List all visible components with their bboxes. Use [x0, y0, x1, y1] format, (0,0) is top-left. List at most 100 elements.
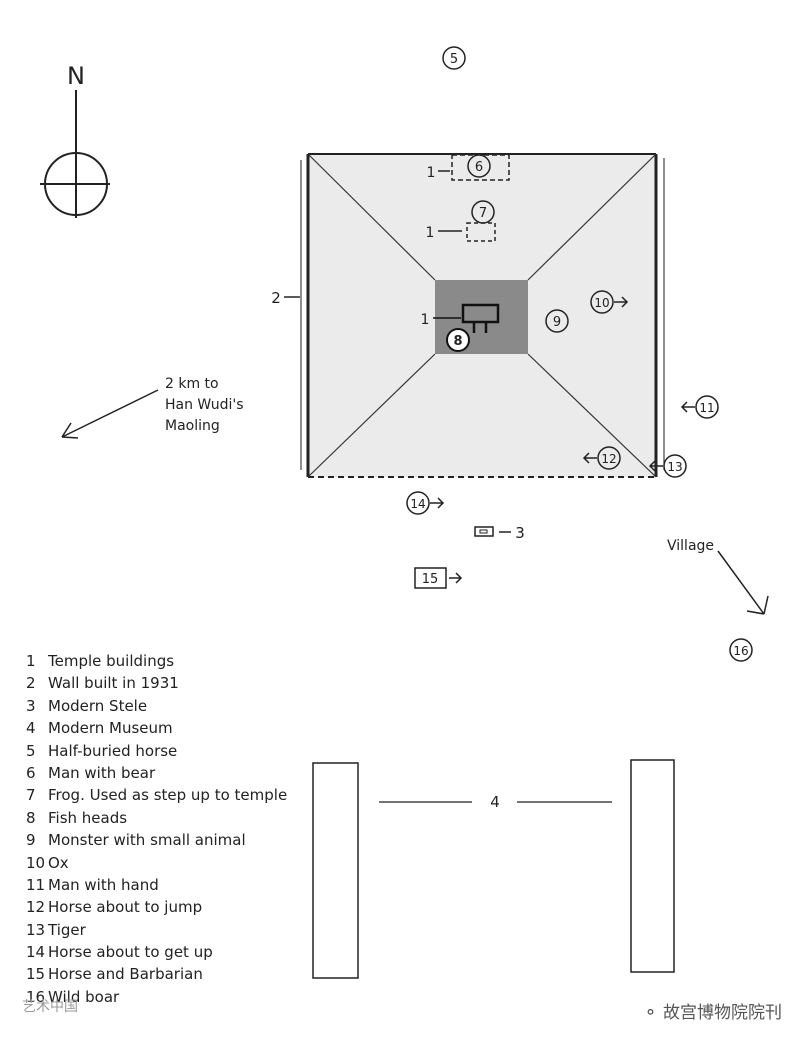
marker-14: 14: [406, 491, 445, 515]
mound-ridge-nw: [307, 153, 436, 281]
legend-number: 12: [26, 898, 46, 917]
marker-16: 16: [729, 638, 753, 662]
stele-label: 3: [515, 524, 525, 542]
marker-number-12: 12: [601, 452, 616, 466]
legend-text: Half-buried horse: [48, 741, 178, 760]
marker-circle-5: [442, 46, 466, 70]
tomb-mound: [306, 153, 658, 478]
legend-text: Tiger: [48, 920, 86, 939]
legend-number: 5: [26, 741, 36, 760]
legend-number: 4: [26, 719, 36, 738]
village-direction: Village: [667, 538, 769, 615]
marker-number-6: 6: [475, 160, 483, 175]
legend-text: Modern Museum: [48, 719, 173, 738]
marker-circle-11: [695, 395, 719, 419]
marker-circle-7: [471, 200, 495, 224]
temple-summit-outline: [461, 303, 500, 324]
arrow-right-icon: [614, 296, 629, 308]
legend-text: Modern Stele: [48, 696, 148, 715]
modern-museum: 4: [312, 759, 675, 979]
legend-item: 6 Man with bear: [26, 762, 316, 784]
maoling-label-line-3: Maoling: [165, 418, 220, 434]
maoling-direction: 2 km to Han Wudi's Maoling: [61, 376, 244, 439]
marker-circle-13: [663, 454, 687, 478]
legend-number: 6: [26, 763, 36, 782]
legend-number: 2: [26, 674, 36, 693]
museum-label: 4: [490, 793, 500, 811]
arrow-left-icon: [680, 401, 695, 413]
temple-middle-label: 1: [426, 225, 435, 241]
legend-text: Frog. Used as step up to temple: [48, 786, 288, 805]
marker-circle-16: [729, 638, 753, 662]
legend-text: Horse about to jump: [48, 898, 203, 917]
arrow-left-icon: [648, 460, 663, 472]
marker-8: 8: [446, 328, 470, 352]
legend-item: 2 Wall built in 1931: [26, 672, 316, 694]
legend-number: 10: [26, 853, 46, 872]
legend-number: 8: [26, 808, 36, 827]
legend-item: 5 Half-buried horse: [26, 740, 316, 762]
marker-6: 6: [467, 154, 491, 178]
marker-10: 10: [590, 290, 629, 314]
legend-text: Man with bear: [48, 763, 156, 782]
legend-text: Horse about to get up: [48, 943, 213, 962]
marker-number-11: 11: [699, 401, 714, 415]
legend-text: Man with hand: [48, 875, 159, 894]
marker-7: 7: [471, 200, 495, 224]
marker-circle-12: [597, 446, 621, 470]
marker-circle-14: [406, 491, 430, 515]
legend-number: 3: [26, 696, 36, 715]
legend-number: 13: [26, 920, 46, 939]
legend-text: Temple buildings: [48, 652, 175, 670]
marker-5: 5: [442, 46, 466, 70]
arrow-southwest-icon: [61, 389, 159, 439]
legend-text: Ox: [48, 853, 69, 872]
marker-12: 12: [582, 446, 621, 470]
temple-north-label: 1: [427, 165, 436, 181]
marker-number-10: 10: [594, 296, 609, 310]
marker-15: 15: [414, 567, 463, 589]
watermark-right: ⚬ 故宫博物院院刊: [643, 998, 782, 1023]
watermark-right-text: 故宫博物院院刊: [663, 1003, 782, 1023]
watermark-left: 艺术中国: [22, 999, 78, 1015]
mound-ridge-se: [527, 353, 657, 478]
marker-number-16: 16: [733, 644, 748, 658]
museum-building-left: [312, 762, 359, 979]
temple-building-summit: [461, 303, 500, 333]
marker-circle-9: [545, 309, 569, 333]
arrow-right-icon: [430, 497, 445, 509]
marker-13: 13: [648, 454, 687, 478]
compass-north-label: N: [67, 62, 85, 90]
modern-stele: [474, 526, 494, 537]
marker-number-13: 13: [667, 460, 682, 474]
legend-text: Wall built in 1931: [48, 674, 179, 693]
marker-circle-8: [446, 328, 470, 352]
mound-ridge-sw: [307, 353, 436, 478]
marker-number-14: 14: [410, 497, 425, 511]
temple-summit-label: 1: [421, 312, 430, 328]
legend-text: Monster with small animal: [48, 831, 246, 850]
legend-number: 14: [26, 943, 46, 962]
mound-ridge-ne: [527, 153, 657, 281]
museum-building-right: [630, 759, 675, 973]
arrow-left-icon: [582, 452, 597, 464]
marker-circle-6: [467, 154, 491, 178]
marker-number-7: 7: [479, 206, 487, 221]
marker-number-15: 15: [422, 572, 439, 587]
legend-number: 15: [26, 965, 46, 984]
arrow-right-icon: [449, 572, 463, 584]
arrow-southeast-icon: [717, 550, 769, 615]
marker-9: 9: [545, 309, 569, 333]
legend-item: 4 Modern Museum: [26, 717, 316, 739]
marker-circle-10: [590, 290, 614, 314]
